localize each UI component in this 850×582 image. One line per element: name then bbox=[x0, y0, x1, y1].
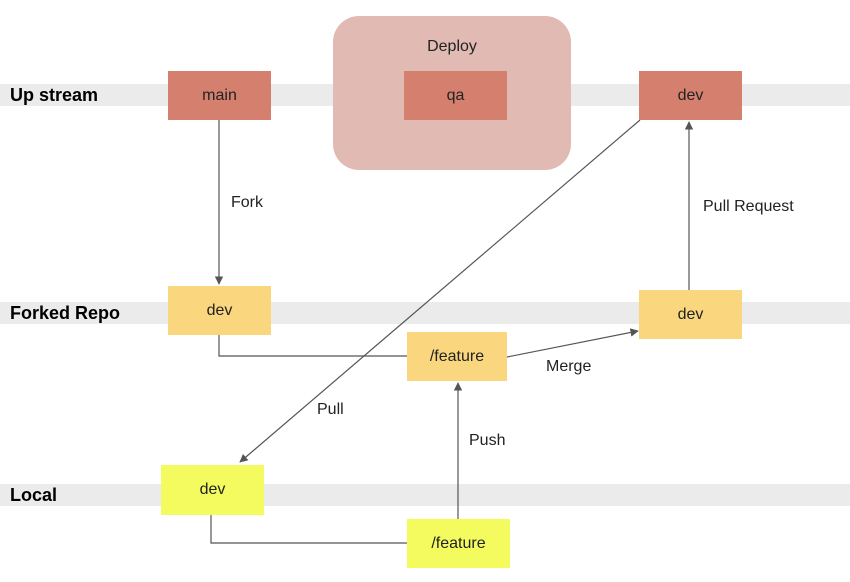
node-local-feature[interactable]: /feature bbox=[407, 519, 510, 568]
merge-arrow bbox=[506, 328, 639, 358]
branch-connector-forked bbox=[218, 335, 407, 357]
deploy-group-label: Deploy bbox=[427, 38, 477, 55]
edge-label-merge: Merge bbox=[546, 358, 592, 375]
node-forked-dev-left[interactable]: dev bbox=[168, 286, 271, 335]
branch-connector-local bbox=[210, 515, 407, 544]
lane-label-upstream: Up stream bbox=[10, 85, 99, 105]
edge-label-push: Push bbox=[469, 432, 506, 449]
node-upstream-qa[interactable]: qa bbox=[404, 71, 507, 120]
node-upstream-main[interactable]: main bbox=[168, 71, 271, 120]
node-local-dev[interactable]: dev bbox=[161, 465, 264, 515]
lane-label-local: Local bbox=[10, 485, 58, 505]
edge-label-pull: Pull bbox=[317, 401, 344, 418]
node-forked-dev-right[interactable]: dev bbox=[639, 290, 742, 339]
pull-arrow bbox=[239, 119, 641, 463]
edge-label-pull-request: Pull Request bbox=[703, 198, 794, 215]
edge-label-fork: Fork bbox=[231, 194, 263, 211]
lane-label-forked: Forked Repo bbox=[10, 303, 121, 323]
node-upstream-dev[interactable]: dev bbox=[639, 71, 742, 120]
node-forked-feature[interactable]: /feature bbox=[407, 332, 507, 381]
